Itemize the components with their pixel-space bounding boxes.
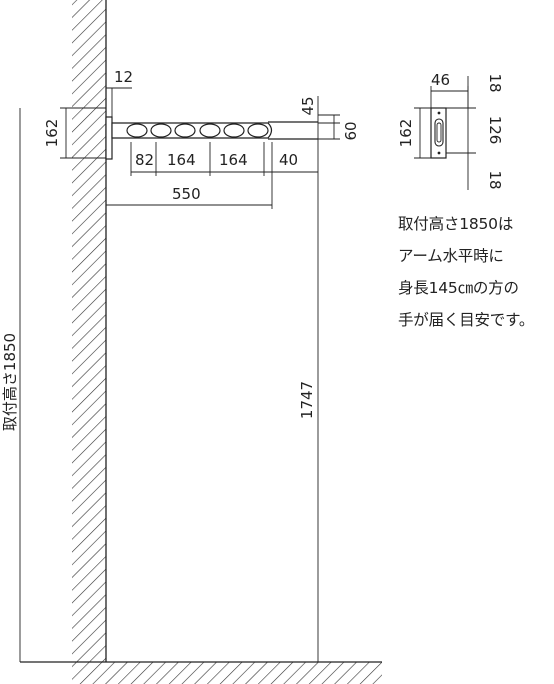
dim-arm-floor-height: 1747 — [298, 381, 316, 419]
dim-spacing-third: 164 — [219, 151, 248, 169]
dim-side-bottom-margin: 18 — [486, 170, 504, 189]
height-note: 取付高さ1850は アーム水平時に 身長145㎝の方の 手が届く目安です。 — [398, 208, 554, 336]
dim-bracket-thickness: 12 — [114, 68, 133, 86]
note-line: アーム水平時に — [398, 247, 504, 265]
dim-spacing-first: 82 — [135, 151, 154, 169]
dim-side-height: 162 — [397, 119, 415, 148]
dim-spacing-second: 164 — [167, 151, 196, 169]
floor — [20, 661, 382, 684]
dim-mount-height: 取付高さ1850 — [1, 333, 19, 431]
dim-arm-height: 60 — [342, 121, 360, 140]
wall — [72, 0, 107, 662]
dim-side-width: 46 — [431, 71, 450, 89]
dim-side-top-margin: 18 — [486, 73, 504, 92]
note-line: 手が届く目安です。 — [398, 311, 535, 329]
drying-arm — [105, 116, 318, 160]
note-line: 身長145㎝の方の — [398, 279, 519, 297]
dim-side-slot: 126 — [486, 116, 504, 145]
dimension-lines — [19, 87, 340, 662]
dim-arm-length: 550 — [172, 185, 201, 203]
note-line: 取付高さ1850は — [398, 215, 514, 233]
dim-arm-to-top: 45 — [299, 96, 317, 115]
dim-tip-extension: 40 — [279, 151, 298, 169]
side-view-bracket — [414, 76, 476, 190]
dim-bracket-height: 162 — [43, 119, 61, 148]
